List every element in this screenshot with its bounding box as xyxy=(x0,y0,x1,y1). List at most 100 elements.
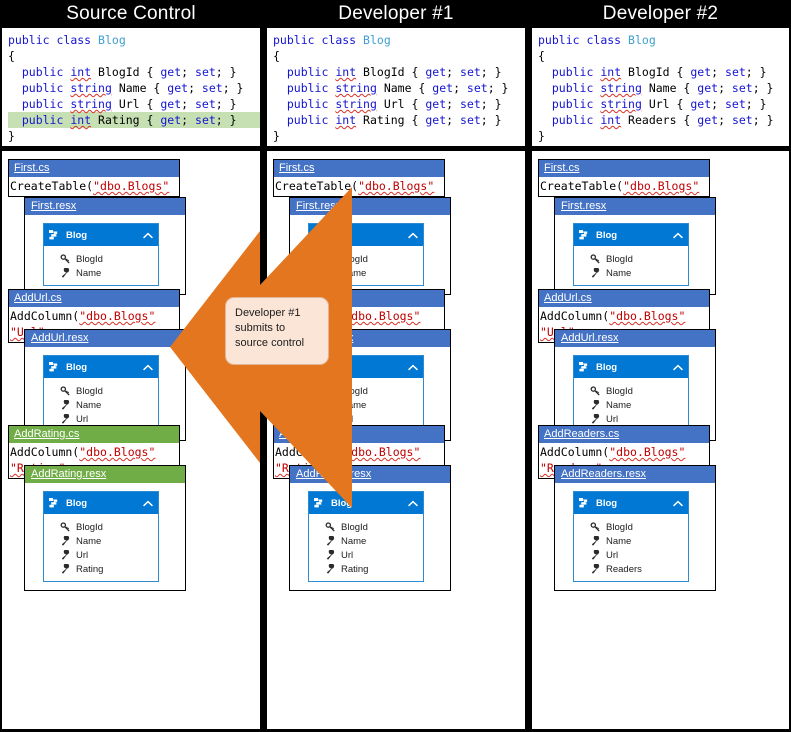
entity-column-row[interactable]: BlogId xyxy=(309,252,423,266)
entity-column-row[interactable]: Rating xyxy=(44,562,158,576)
entity-column-row[interactable]: BlogId xyxy=(309,384,423,398)
entity-header[interactable]: Blog xyxy=(44,224,158,246)
entity-header[interactable]: Blog xyxy=(574,356,688,378)
entity-column-row[interactable]: BlogId xyxy=(574,252,688,266)
entity-header[interactable]: Blog xyxy=(44,492,158,514)
entity-column-row[interactable]: Name xyxy=(309,266,423,280)
arrow-callout-line: source control xyxy=(235,337,305,349)
resx-file-tab[interactable]: First.resx xyxy=(290,198,450,215)
cs-file-tab[interactable]: First.cs xyxy=(9,160,179,177)
entity-column-row[interactable]: Name xyxy=(44,398,158,412)
entity-header[interactable]: Blog xyxy=(309,492,423,514)
wrench-icon xyxy=(590,414,601,424)
chevron-up-icon[interactable] xyxy=(143,500,153,507)
entity-column-row[interactable]: Url xyxy=(574,412,688,426)
cs-code-line: AddColumn("dbo.Blogs" xyxy=(540,445,686,459)
entity-column-name: Url xyxy=(606,549,619,561)
cs-file-tab[interactable]: AddRating.cs xyxy=(274,426,444,443)
resx-file-tab[interactable]: AddUrl.resx xyxy=(25,330,185,347)
entity-column-row[interactable]: Url xyxy=(44,548,158,562)
entity-name: Blog xyxy=(596,497,618,509)
resx-file-tab[interactable]: AddReaders.resx xyxy=(555,466,715,483)
chevron-up-icon[interactable] xyxy=(673,500,683,507)
entity-column-row[interactable]: Name xyxy=(44,266,158,280)
chevron-up-icon[interactable] xyxy=(408,500,418,507)
resx-file-tab[interactable]: First.resx xyxy=(555,198,715,215)
arrow-callout-line: submits to xyxy=(235,322,286,334)
cs-file-name: AddRating.cs xyxy=(279,428,345,440)
resx-file-tab[interactable]: AddRating.resx xyxy=(25,466,185,483)
entity-column-row[interactable]: Name xyxy=(44,534,158,548)
entity-column-row[interactable]: BlogId xyxy=(574,520,688,534)
entity-header[interactable]: Blog xyxy=(574,492,688,514)
resx-file-name: First.resx xyxy=(296,200,342,212)
cs-file-tab[interactable]: AddReaders.cs xyxy=(539,426,709,443)
resx-file-tab[interactable]: First.resx xyxy=(25,198,185,215)
code-line: public int Rating { get; set; } xyxy=(286,113,502,127)
chevron-up-icon[interactable] xyxy=(143,232,153,239)
entity-column-name: Readers xyxy=(606,563,642,575)
cs-file-code: CreateTable("dbo.Blogs" xyxy=(9,177,179,196)
code-line: public int BlogId { get; set; } xyxy=(21,65,237,79)
chevron-up-icon[interactable] xyxy=(673,364,683,371)
column-title-1: Developer #1 xyxy=(265,0,527,27)
code-line: public string Name { get; set; } xyxy=(21,81,244,95)
entity-column-name: BlogId xyxy=(76,521,103,533)
entity-header[interactable]: Blog xyxy=(44,356,158,378)
table-relationship-icon xyxy=(49,362,60,372)
entity-header[interactable]: Blog xyxy=(574,224,688,246)
entity-header[interactable]: Blog xyxy=(309,224,423,246)
cs-file-tab[interactable]: First.cs xyxy=(539,160,709,177)
chevron-up-icon[interactable] xyxy=(408,364,418,371)
chevron-up-icon[interactable] xyxy=(408,232,418,239)
entity-column-row[interactable]: BlogId xyxy=(574,384,688,398)
cs-file-name: AddReaders.cs xyxy=(544,428,620,440)
chevron-up-icon[interactable] xyxy=(143,364,153,371)
cs-file-tab[interactable]: AddUrl.cs xyxy=(9,290,179,307)
entity-column-row[interactable]: Url xyxy=(44,412,158,426)
cs-file-tab[interactable]: AddUrl.cs xyxy=(539,290,709,307)
entity-column-row[interactable]: Name xyxy=(574,266,688,280)
entity-column-row[interactable]: Rating xyxy=(309,562,423,576)
code-line: public int Rating { get; set; } xyxy=(8,112,260,128)
key-icon xyxy=(590,522,601,532)
code-line: public string Url { get; set; } xyxy=(286,97,502,111)
entity-column-row[interactable]: Name xyxy=(574,534,688,548)
wrench-icon xyxy=(590,400,601,410)
code-line: public int BlogId { get; set; } xyxy=(551,65,767,79)
entity-name: Blog xyxy=(331,361,353,373)
entity-column-row[interactable]: Url xyxy=(309,548,423,562)
chevron-up-icon[interactable] xyxy=(673,232,683,239)
key-icon xyxy=(590,254,601,264)
code-line: public int Readers { get; set; } xyxy=(551,113,774,127)
cs-file-tab[interactable]: First.cs xyxy=(274,160,444,177)
table-relationship-icon xyxy=(579,362,590,372)
entity-column-row[interactable]: Url xyxy=(309,412,423,426)
entity-column-row[interactable]: BlogId xyxy=(44,520,158,534)
entity-column-row[interactable]: BlogId xyxy=(309,520,423,534)
entity-column-row[interactable]: Name xyxy=(309,534,423,548)
cs-file-name: AddRating.cs xyxy=(14,428,80,440)
entity-column-row[interactable]: Readers xyxy=(574,562,688,576)
cs-file-tab[interactable]: AddRating.cs xyxy=(9,426,179,443)
entity-column-row[interactable]: Url xyxy=(574,548,688,562)
entity-column-row[interactable]: BlogId xyxy=(44,252,158,266)
entity-column-row[interactable]: Name xyxy=(574,398,688,412)
key-icon xyxy=(60,522,71,532)
resx-file-tab[interactable]: AddUrl.resx xyxy=(555,330,715,347)
entity-column-row[interactable]: Name xyxy=(309,398,423,412)
cs-code-line: CreateTable("dbo.Blogs" xyxy=(275,179,435,193)
resx-file-tab[interactable]: AddRating.resx xyxy=(290,466,450,483)
entity-column-row[interactable]: BlogId xyxy=(44,384,158,398)
wrench-icon xyxy=(325,536,336,546)
